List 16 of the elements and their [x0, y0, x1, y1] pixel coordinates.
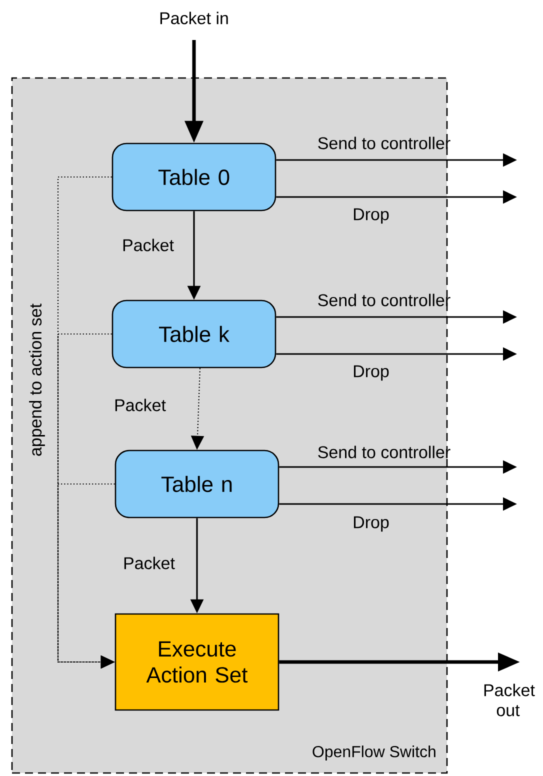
action-box: Execute Action Set — [114, 613, 280, 711]
edge-label: append to action set — [29, 304, 45, 456]
edge-label: Send to controller — [318, 294, 450, 306]
edge-label: Send to controller — [318, 136, 450, 150]
table-box: Table k — [112, 300, 276, 368]
edge-label: Packet in — [160, 12, 228, 24]
edge-label: Packet — [124, 556, 175, 570]
edge-label: Packet — [123, 238, 174, 252]
edge-label: Send to controller — [318, 446, 450, 458]
edge-label: Drop — [354, 365, 389, 381]
edge-label: Packet out — [484, 684, 535, 716]
edge-label: Packet — [115, 398, 166, 412]
edge-label: Drop — [354, 516, 389, 532]
table-box: Table n — [114, 450, 280, 518]
edge-label: Drop — [354, 208, 389, 224]
table-box: Table 0 — [112, 142, 276, 212]
